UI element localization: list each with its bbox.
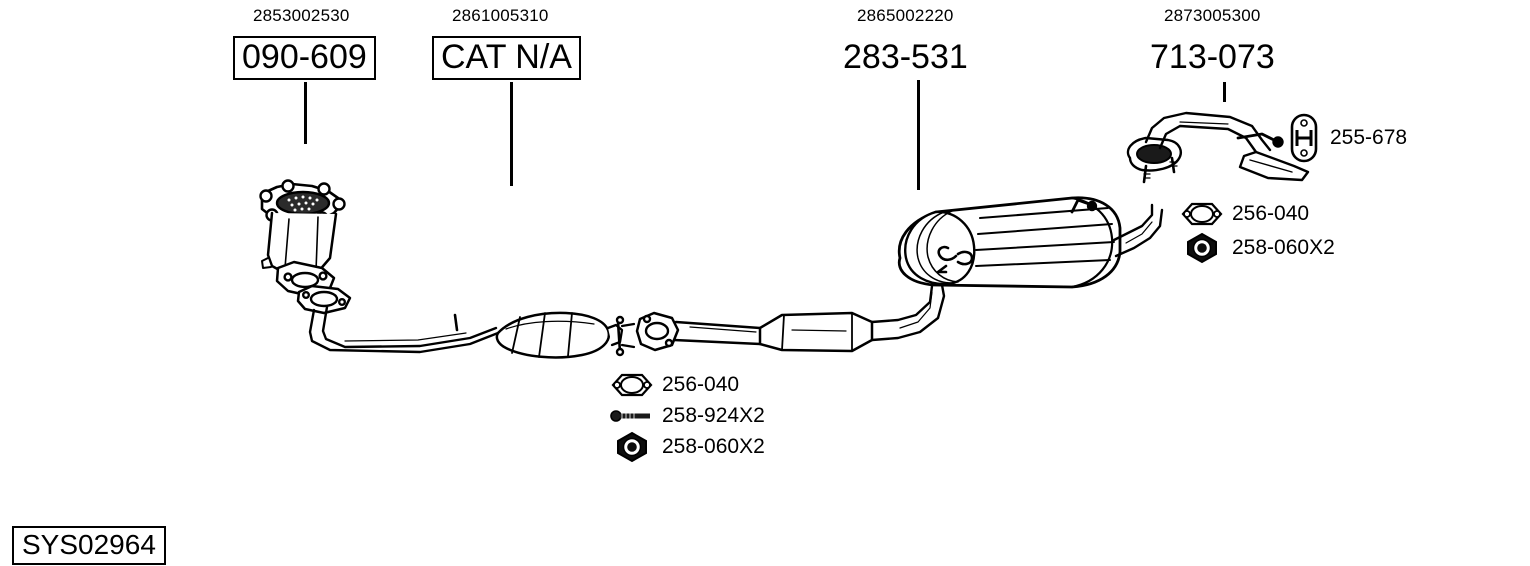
nut-icon	[1176, 232, 1228, 264]
centre-silencer-assembly	[635, 248, 946, 353]
manifold-assembly	[259, 179, 346, 297]
hardware-label: 256-040	[662, 372, 740, 396]
system-code-label: SYS02964	[12, 526, 166, 566]
oem-number-centre-silencer: 2865002220	[857, 6, 954, 25]
ref-code-catalytic-converter: CAT N/A	[432, 36, 581, 80]
oem-number-rear-silencer: 2873005300	[1164, 6, 1261, 25]
leader-line-centre-silencer	[917, 80, 920, 190]
leader-line-manifold	[304, 82, 307, 144]
gasket-icon	[1176, 199, 1228, 229]
front-pipe-assembly	[296, 284, 636, 359]
hardware-row-rubber-hanger-255-678: 255-678	[1282, 113, 1408, 162]
hardware-row-nut-258-060X2: 258-060X2	[606, 431, 765, 462]
hardware-label: 258-060X2	[662, 434, 765, 458]
oem-number-catalytic-converter: 2861005310	[452, 6, 549, 25]
rubber-hanger-icon	[1282, 112, 1326, 164]
leader-line-catalytic-converter	[510, 82, 513, 186]
ref-code-centre-silencer: 283-531	[843, 38, 968, 76]
hardware-list-right: 256-040 258-060X2	[1176, 197, 1335, 265]
hardware-row-bolt-258-924X2: 258-924X2	[606, 400, 765, 431]
nut-icon	[606, 431, 658, 463]
hardware-row-gasket-256-040: 256-040	[606, 369, 765, 400]
leader-line-rear-silencer	[1223, 82, 1226, 102]
hardware-row-gasket-256-040: 256-040	[1176, 197, 1335, 231]
oem-number-manifold: 2853002530	[253, 6, 350, 25]
gasket-icon	[606, 370, 658, 400]
hardware-label: 255-678	[1330, 125, 1408, 149]
ref-code-rear-silencer: 713-073	[1150, 38, 1275, 76]
bolt-icon	[606, 407, 658, 425]
hardware-list-centre: 256-040 258-924X2 258-060X2	[606, 369, 765, 462]
hardware-row-nut-258-060X2: 258-060X2	[1176, 231, 1335, 265]
tailpipe-assembly	[1126, 111, 1310, 184]
hardware-label: 256-040	[1232, 202, 1310, 225]
hardware-label: 258-060X2	[1232, 236, 1335, 259]
ref-code-manifold: 090-609	[233, 36, 376, 80]
hardware-label: 258-924X2	[662, 403, 765, 427]
rear-muffler-assembly	[897, 196, 1164, 289]
